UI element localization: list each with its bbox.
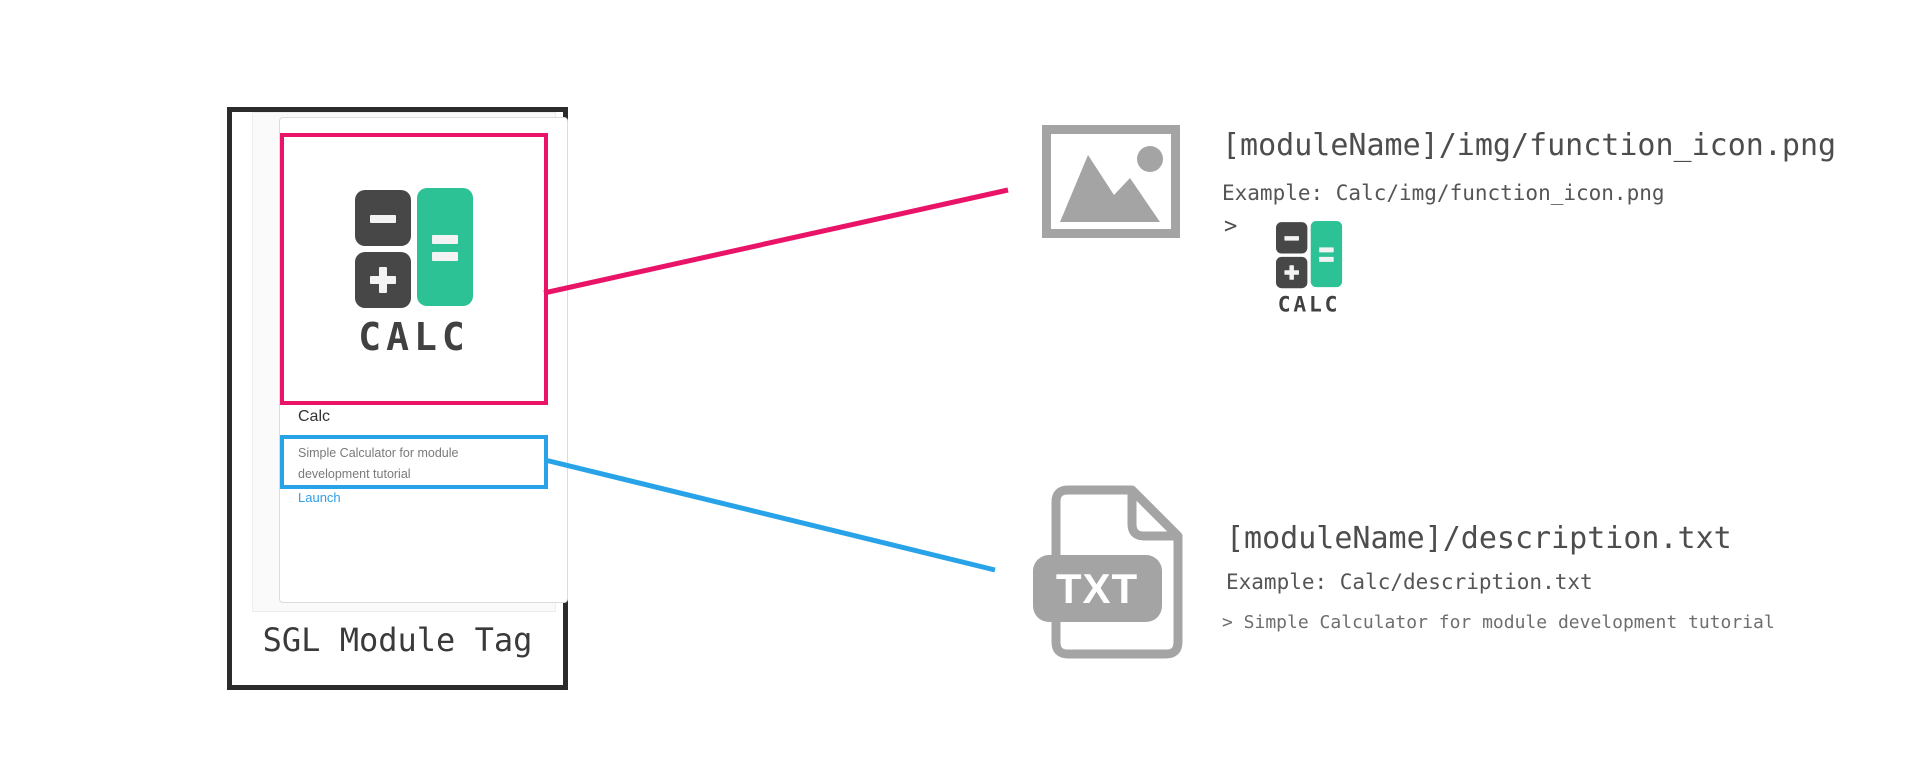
calc-icon-example-tiles (1276, 221, 1343, 289)
result-prompt-chevron: > (1224, 214, 1238, 239)
function-icon-path-example: Example: Calc/img/function_icon.png (1222, 181, 1665, 205)
minus-glyph (1284, 236, 1299, 241)
description-highlight-box (280, 435, 548, 489)
calc-logo-wordmark: CALC (358, 315, 470, 359)
sgl-module-tag-caption: SGL Module Tag (262, 621, 533, 659)
txt-file-icon: TXT (1033, 485, 1183, 659)
description-result-text: > Simple Calculator for module developme… (1222, 612, 1775, 633)
txt-file-label: TXT (1056, 565, 1138, 612)
function-icon-highlight-box (280, 133, 548, 405)
module-name-label: Calc (298, 408, 331, 425)
equals-glyph-top (1319, 247, 1334, 253)
minus-tile-icon (355, 190, 411, 246)
plus-tile-icon (1276, 256, 1308, 289)
plus-tile-icon (355, 252, 411, 308)
plus-glyph-v (1289, 265, 1294, 280)
equals-tile-icon (1310, 221, 1343, 288)
function-icon-path-title: [moduleName]/img/function_icon.png (1222, 128, 1837, 163)
calc-logo-wordmark: CALC (1277, 292, 1341, 317)
calc-icon-tiles (355, 188, 473, 308)
calc-function-icon-example: CALC (1276, 221, 1343, 315)
plus-glyph-v (379, 267, 387, 293)
equals-glyph-bottom (1319, 256, 1334, 262)
description-path-example: Example: Calc/description.txt (1226, 570, 1593, 594)
sgl-module-tag-box: CALC Calc Simple Calculator for module d… (227, 107, 568, 690)
description-path-title: [moduleName]/description.txt (1226, 521, 1732, 556)
minus-glyph (370, 215, 396, 223)
equals-glyph-top (432, 235, 458, 244)
calc-function-icon: CALC (355, 188, 475, 356)
function-icon-connector-line (543, 187, 1009, 296)
equals-tile-icon (417, 188, 473, 306)
minus-tile-icon (1276, 222, 1308, 254)
description-connector-line (544, 457, 996, 573)
image-placeholder-icon (1042, 125, 1180, 238)
module-description-text: Simple Calculator for module development… (298, 446, 459, 482)
equals-glyph-bottom (432, 252, 458, 261)
launch-link[interactable]: Launch (298, 490, 341, 505)
